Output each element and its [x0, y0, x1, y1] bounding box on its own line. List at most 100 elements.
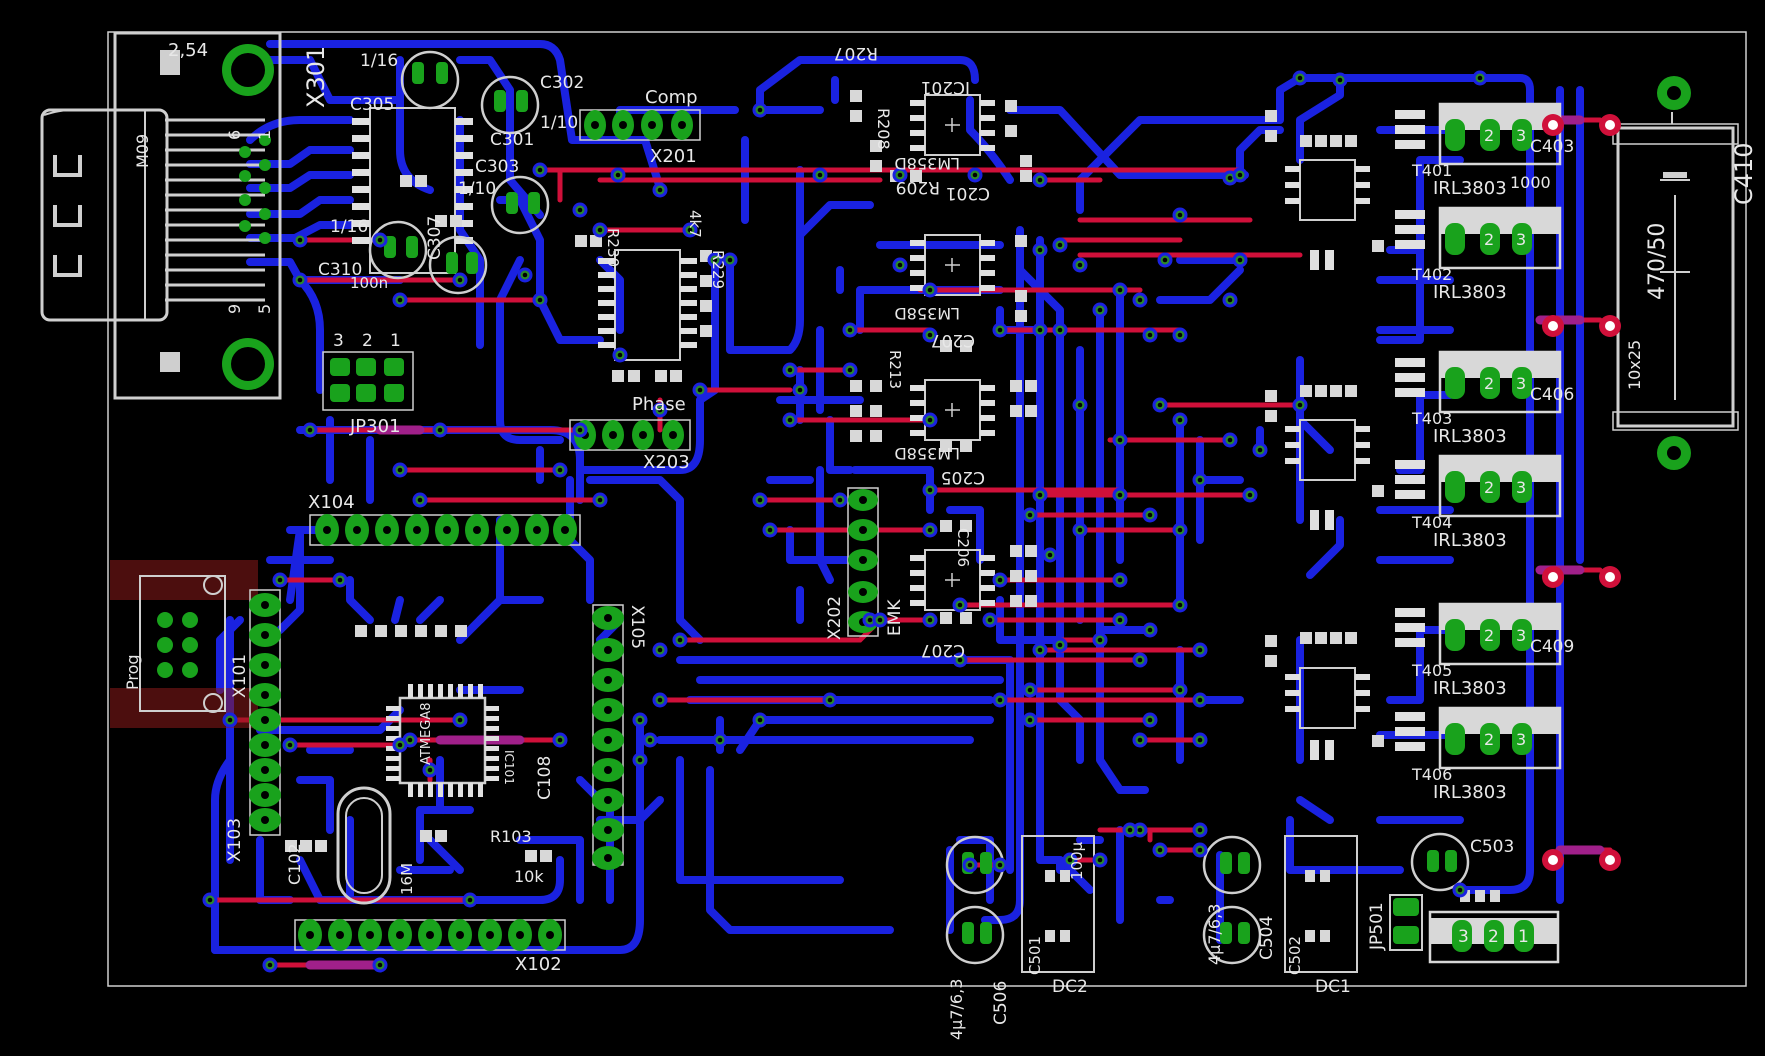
label-r230: R230 — [604, 228, 622, 267]
label-x104: X104 — [308, 492, 355, 513]
label-jp3: 3 — [333, 331, 344, 351]
mos4-p3: 3 — [1516, 478, 1526, 497]
label-c403: C403 — [1530, 137, 1574, 157]
label-lm358-3: LM358D — [894, 444, 960, 463]
smd-passives — [285, 90, 1500, 942]
label-c409: C409 — [1530, 637, 1574, 657]
label-x103: X103 — [225, 818, 245, 862]
pin-headers — [157, 109, 1621, 951]
label-c406: C406 — [1530, 385, 1574, 405]
label-16m: 16M — [398, 863, 416, 895]
label-ic101: IC101 — [502, 750, 516, 785]
label-x105: X105 — [627, 605, 647, 649]
board-outline — [107, 31, 1747, 987]
label-r103: R103 — [490, 827, 532, 846]
mosfet-group — [1285, 102, 1562, 964]
label-pin5: 5 — [255, 304, 274, 314]
label-lm358-1: LM358D — [894, 154, 960, 173]
label-c503: C503 — [1470, 837, 1514, 857]
label-c207: C207 — [931, 330, 975, 350]
mos3-p2: 2 — [1484, 374, 1494, 393]
mos5-p3: 3 — [1516, 626, 1526, 645]
label-r207: R207 — [834, 43, 878, 63]
label-t404: T404 — [1411, 513, 1452, 532]
label-lm358-2: LM358D — [894, 304, 960, 323]
label-t403: T403 — [1411, 409, 1452, 428]
round-cap-pads — [384, 62, 1457, 944]
label-f110b: 1/10 — [458, 179, 496, 199]
label-470-50: 470/50 — [1645, 223, 1670, 300]
label-100u: 100µ — [1068, 841, 1086, 880]
label-c310: C310 — [318, 260, 362, 280]
label-c501: C501 — [1026, 936, 1044, 975]
label-x201: X201 — [650, 146, 697, 167]
label-c504: C504 — [1257, 916, 1277, 960]
label-comp: Comp — [645, 87, 698, 108]
label-mosfet-pin3: 3 — [1458, 927, 1469, 947]
label-pin6: 6 — [225, 130, 244, 140]
label-4k7: 4k7 — [686, 210, 704, 238]
mos1-p2: 2 — [1484, 126, 1494, 145]
mos2-p2: 2 — [1484, 230, 1494, 249]
label-pin1: 1 — [255, 130, 274, 140]
label-f116a: 1/16 — [360, 51, 398, 71]
label-f110a: 1/10 — [540, 113, 578, 133]
label-jp2: 2 — [362, 331, 373, 351]
label-irl3803-a: IRL3803 — [1433, 178, 1507, 199]
round-capacitors — [368, 50, 1470, 965]
label-c205: C205 — [941, 467, 985, 487]
label-cap476: 4µ7/6,3 — [947, 979, 966, 1040]
label-x102: X102 — [515, 954, 562, 975]
label-prog: Prog — [123, 654, 142, 690]
ic-footprints — [110, 94, 995, 905]
label-phase: Phase — [632, 394, 686, 415]
label-irl3803-f: IRL3803 — [1433, 782, 1507, 803]
label-c506: C506 — [991, 981, 1011, 1025]
label-cap476b: 4µ7/6,3 — [1205, 904, 1224, 965]
label-pin9: 9 — [225, 304, 244, 314]
label-c201: C201 — [946, 183, 990, 203]
label-t401: T401 — [1411, 161, 1452, 180]
label-c302: C302 — [540, 73, 584, 93]
c410-capacitor — [1612, 76, 1739, 470]
label-dc2: DC2 — [1052, 977, 1088, 997]
label-irl3803-d: IRL3803 — [1433, 530, 1507, 551]
label-m09: M09 — [133, 134, 152, 168]
label-10x25: 10x25 — [1625, 340, 1644, 390]
mos6-p2: 2 — [1484, 730, 1494, 749]
label-atmega8: ATMEGA8 — [419, 703, 434, 766]
label-ic201: IC201 — [921, 77, 970, 97]
db9-connector — [40, 31, 282, 400]
dc-converters — [1021, 835, 1423, 973]
label-t405: T405 — [1411, 661, 1452, 680]
mos3-p3: 3 — [1516, 374, 1526, 393]
label-x203: X203 — [643, 452, 690, 473]
label-c102: C102 — [285, 843, 304, 885]
label-jp301: JP301 — [349, 416, 401, 437]
bottom-layer-traces — [211, 40, 1584, 954]
label-c207b: C207 — [921, 640, 965, 660]
mos1-p3: 3 — [1516, 126, 1526, 145]
silkscreen-labels: X301 M09 2,54 6 1 9 5 C305 C302 C301 C30… — [123, 40, 1758, 1040]
label-jp501: JP501 — [1367, 902, 1387, 951]
label-c301: C301 — [490, 130, 534, 150]
label-c307: C307 — [425, 216, 445, 260]
label-254: 2,54 — [168, 40, 208, 61]
label-r213: R213 — [886, 350, 904, 389]
label-mosfet-pin1: 1 — [1518, 927, 1529, 947]
label-100n: 100n — [350, 274, 388, 292]
label-c303: C303 — [475, 157, 519, 177]
mos5-p2: 2 — [1484, 626, 1494, 645]
label-t402: T402 — [1411, 265, 1452, 284]
label-x202: X202 — [825, 596, 845, 640]
label-f116b: 1/16 — [330, 217, 368, 237]
label-c206: C206 — [954, 528, 972, 567]
label-10k: 10k — [514, 867, 544, 886]
label-x301: X301 — [302, 46, 330, 108]
label-jp1: 1 — [390, 331, 401, 351]
label-r209: R209 — [896, 177, 940, 197]
label-c305: C305 — [350, 95, 394, 115]
label-irl3803-b: IRL3803 — [1433, 282, 1507, 303]
